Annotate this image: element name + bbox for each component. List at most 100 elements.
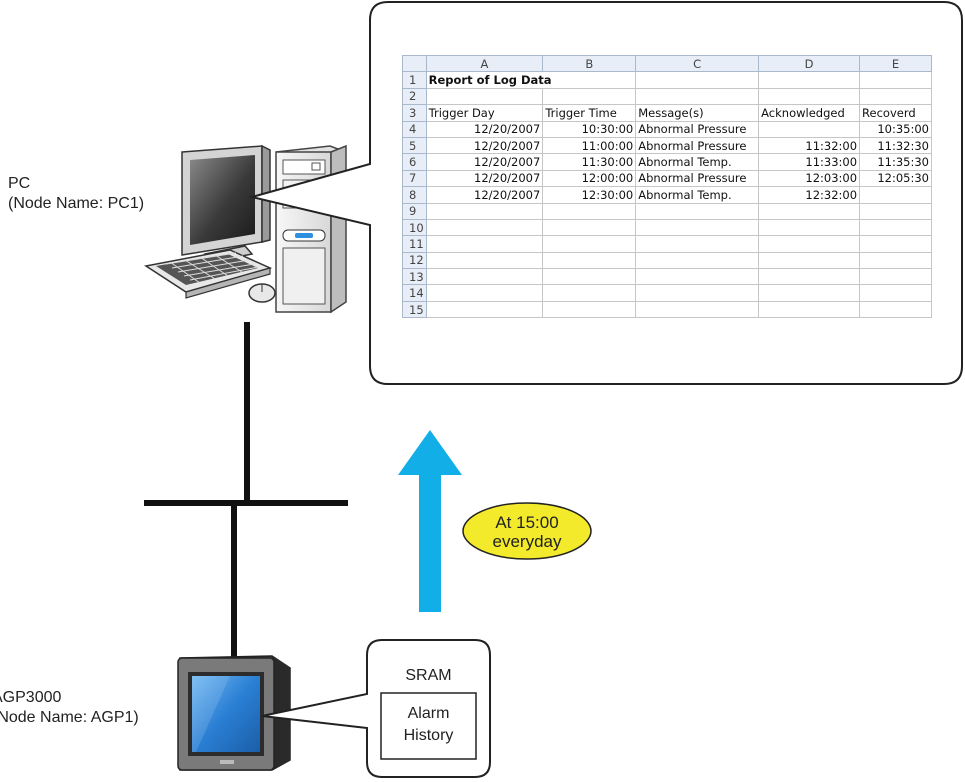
header-cell: Message(s) [635,104,760,122]
empty-cell [758,235,861,253]
data-cell [859,186,932,204]
table-row: 9 [402,202,932,220]
header-cell: Acknowledged [758,104,861,122]
agp-label: AGP3000 (Node Name: AGP1) [0,688,139,728]
row-number: 7 [402,169,427,188]
upload-arrow-icon [398,430,462,612]
data-cell: 12/20/2007 [425,136,544,155]
empty-cell [425,268,544,286]
row-number: 13 [402,268,427,286]
schedule-bubble [462,502,592,560]
empty-cell [758,87,861,106]
pc-label-line1: PC [8,175,31,192]
header-cell: Trigger Day [425,104,544,122]
corner-cell [402,55,427,73]
alarm-history-box [380,692,477,760]
empty-cell [635,87,760,106]
data-cell: 12:32:00 [758,186,861,204]
empty-cell [542,300,637,319]
empty-cell [425,218,544,237]
agp-label-line1: AGP3000 [0,689,62,706]
data-cell: 10:35:00 [859,120,932,138]
empty-cell [758,284,861,302]
data-cell: 11:33:00 [758,153,861,171]
empty-cell [758,251,861,270]
keyboard-icon [144,249,273,299]
empty-cell [635,218,760,237]
empty-cell [859,268,932,286]
data-cell: 11:32:00 [758,136,861,155]
pc-label-line2: (Node Name: PC1) [8,195,145,212]
data-cell: 12:05:30 [859,169,932,188]
table-row: 11 [402,235,932,253]
row-number: 5 [402,136,427,155]
empty-cell [758,202,861,220]
data-cell: Abnormal Temp. [635,153,760,171]
empty-cell [542,251,637,270]
empty-cell [635,284,760,302]
row-number: 8 [402,186,427,204]
empty-cell [758,268,861,286]
data-cell: 10:30:00 [542,120,637,138]
empty-cell [635,235,760,253]
data-cell: 12/20/2007 [425,120,544,138]
table-row: 13 [402,268,932,286]
row-number: 10 [402,218,427,237]
data-cell: 11:30:00 [542,153,637,171]
monitor-icon [181,144,271,263]
table-row: 12 [402,251,932,270]
header-cell: Trigger Time [542,104,637,122]
agp-panel-icon [177,655,291,771]
alarm-history-text: Alarm History [381,703,476,747]
empty-cell [542,235,637,253]
table-row: 10 [402,218,932,237]
empty-cell [635,71,760,89]
data-cell: 11:35:30 [859,153,932,171]
empty-cell [425,87,544,106]
row-number: 1 [402,71,427,89]
table-row: 15 [402,300,932,319]
data-cell: Abnormal Pressure [635,169,760,188]
pc-label: PC (Node Name: PC1) [8,174,144,214]
table-row: 2 [402,87,932,106]
empty-cell [542,218,637,237]
data-cell: Abnormal Temp. [635,186,760,204]
empty-cell [542,87,637,106]
mouse-icon [248,283,276,303]
empty-cell [425,284,544,302]
column-header: A [425,55,544,73]
empty-cell [859,300,932,319]
alarm-history-line2: History [403,727,454,744]
data-cell: Abnormal Pressure [635,120,760,138]
empty-cell [859,235,932,253]
empty-cell [859,87,932,106]
table-row: 14 [402,284,932,302]
data-cell: 12:03:00 [758,169,861,188]
data-cell: 11:00:00 [542,136,637,155]
alarm-history-line1: Alarm [407,705,450,722]
empty-cell [859,218,932,237]
data-cell: 12/20/2007 [425,153,544,171]
empty-cell [425,251,544,270]
row-number: 14 [402,284,427,302]
agp-label-line2: (Node Name: AGP1) [0,709,139,726]
data-cell: 11:32:30 [859,136,932,155]
empty-cell [425,235,544,253]
data-cell: 12/20/2007 [425,186,544,204]
row-number: 12 [402,251,427,270]
row-number: 9 [402,202,427,220]
schedule-line2: everyday [492,532,562,551]
empty-cell [425,202,544,220]
empty-cell [635,202,760,220]
schedule-line1: At 15:00 [495,513,559,532]
